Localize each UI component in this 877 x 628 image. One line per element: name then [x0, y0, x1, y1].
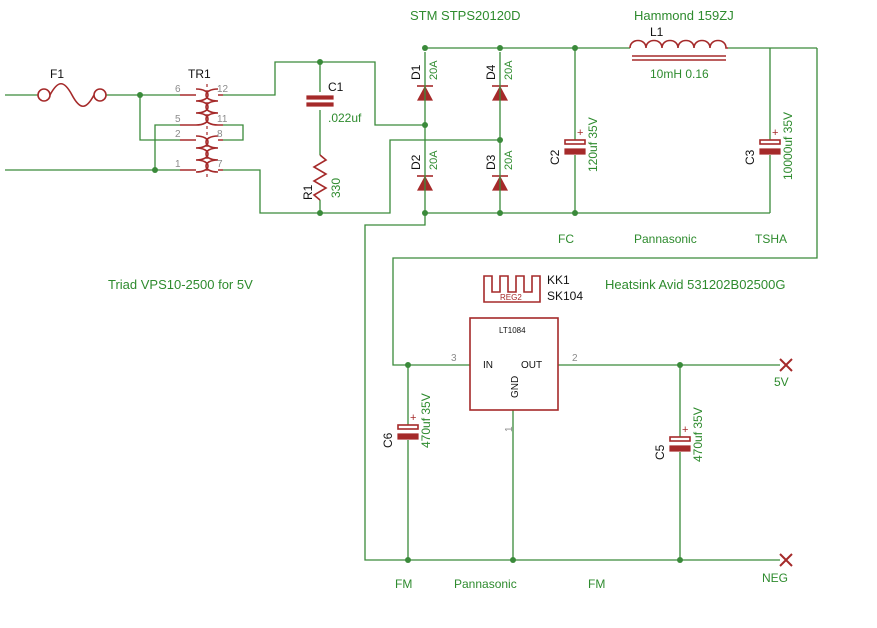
- svg-text:C6: C6: [381, 432, 395, 448]
- svg-text:GND: GND: [510, 376, 521, 398]
- svg-text:LT1084: LT1084: [499, 326, 526, 335]
- r1-label: R1: [301, 184, 315, 200]
- svg-text:SK104: SK104: [547, 289, 583, 303]
- svg-text:20A: 20A: [428, 150, 440, 170]
- svg-text:+: +: [577, 127, 583, 139]
- fm-left-label: FM: [395, 577, 412, 591]
- transformer-tr1: TR1 6 5 2 1 12 11 8 7: [175, 67, 229, 178]
- svg-text:2: 2: [175, 129, 181, 140]
- capacitor-c2: + C2 120uf 35V: [548, 117, 600, 172]
- svg-text:IN: IN: [483, 360, 493, 371]
- svg-text:+: +: [410, 412, 416, 424]
- svg-text:L1: L1: [650, 25, 664, 39]
- diode-d2: [416, 170, 434, 195]
- svg-text:120uf 35V: 120uf 35V: [586, 117, 600, 172]
- svg-text:470uf 35V: 470uf 35V: [419, 393, 433, 448]
- svg-text:5: 5: [175, 114, 181, 125]
- svg-text:12: 12: [217, 84, 229, 95]
- svg-text:+: +: [772, 127, 778, 139]
- tsha-label: TSHA: [755, 232, 787, 246]
- heatsink-label: Heatsink Avid 531202B02500G: [605, 277, 785, 292]
- inductor-l1: Hammond 159ZJ L1 10mH 0.16: [629, 8, 734, 81]
- fc-label: FC: [558, 232, 574, 246]
- svg-text:D1: D1: [409, 64, 423, 80]
- svg-text:470uf 35V: 470uf 35V: [691, 407, 705, 462]
- svg-text:D2: D2: [409, 154, 423, 170]
- svg-text:8: 8: [217, 129, 223, 140]
- diode-d1: [416, 84, 434, 102]
- fuse-label: F1: [50, 67, 64, 81]
- capacitor-c6: + C6 470uf 35V: [381, 393, 433, 448]
- svg-text:C5: C5: [653, 444, 667, 460]
- svg-text:20A: 20A: [503, 60, 515, 80]
- wires: [5, 47, 818, 561]
- inductor-part-label: Hammond 159ZJ: [634, 8, 734, 23]
- pannasonic-top-label: Pannasonic: [634, 232, 697, 246]
- output-neg: NEG: [762, 553, 793, 585]
- transformer-label: TR1: [188, 67, 211, 81]
- capacitor-c5: + C5 470uf 35V: [653, 407, 705, 462]
- svg-text:10000uf 35V: 10000uf 35V: [781, 112, 795, 180]
- capacitor-c1: C1 .022uf: [306, 80, 362, 125]
- diode-d4: [491, 84, 509, 102]
- svg-text:NEG: NEG: [762, 571, 788, 585]
- svg-text:+: +: [682, 424, 688, 436]
- heatsink-kk1: REG2 KK1 SK104 Heatsink Avid 531202B0250…: [483, 273, 785, 303]
- svg-text:20A: 20A: [503, 150, 515, 170]
- svg-text:10mH 0.16: 10mH 0.16: [650, 67, 709, 81]
- svg-text:6: 6: [175, 84, 181, 95]
- svg-text:1: 1: [504, 426, 515, 432]
- svg-text:OUT: OUT: [521, 360, 542, 371]
- c1-label: C1: [328, 80, 344, 94]
- regulator-lt1084: LT1084 IN OUT GND 3 2 1: [451, 317, 578, 432]
- diode-d3: [491, 170, 509, 195]
- svg-text:REG2: REG2: [500, 293, 522, 302]
- svg-text:D3: D3: [484, 154, 498, 170]
- svg-text:D4: D4: [484, 64, 498, 80]
- svg-text:C3: C3: [743, 149, 757, 165]
- fm-right-label: FM: [588, 577, 605, 591]
- svg-text:20A: 20A: [428, 60, 440, 80]
- fuse-f1: F1: [37, 67, 107, 108]
- svg-text:3: 3: [451, 353, 457, 364]
- svg-text:7: 7: [217, 159, 223, 170]
- svg-text:1: 1: [175, 159, 181, 170]
- svg-text:2: 2: [572, 353, 578, 364]
- resistor-r1: R1 330: [301, 154, 343, 201]
- junction-dots: [137, 45, 683, 563]
- svg-text:C2: C2: [548, 149, 562, 165]
- diode-bridge: D1 20A D4 20A D2 20A D3 20A STM STPS2012…: [409, 8, 521, 195]
- output-5v: 5V: [774, 358, 793, 389]
- svg-text:KK1: KK1: [547, 273, 570, 287]
- pannasonic-bottom-label: Pannasonic: [454, 577, 517, 591]
- c1-value: .022uf: [328, 111, 362, 125]
- svg-text:5V: 5V: [774, 375, 789, 389]
- svg-text:11: 11: [217, 114, 228, 125]
- r1-value: 330: [329, 178, 343, 198]
- diode-part-label: STM STPS20120D: [410, 8, 521, 23]
- capacitor-c3: + C3 10000uf 35V: [743, 112, 795, 180]
- transformer-note: Triad VPS10-2500 for 5V: [108, 277, 253, 292]
